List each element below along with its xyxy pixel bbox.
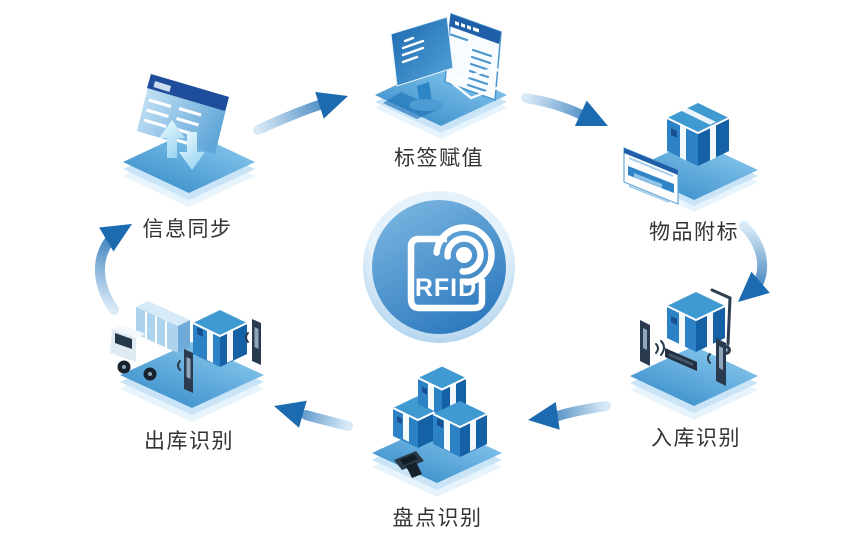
label-inbound-recognition: 入库识别	[651, 427, 741, 450]
rfid-signal-badge-icon: RFID	[363, 191, 515, 343]
arrow-info-sync-to-tag-assignment	[253, 91, 348, 135]
label-inventory-recognition: 盘点识别	[392, 507, 483, 530]
rfid-frame-icon	[407, 235, 486, 312]
stacked-boxes-handheld-scanner-icon	[372, 366, 502, 497]
arrow-up-icon	[159, 120, 185, 158]
label-outbound-recognition: 出库识别	[144, 430, 234, 453]
computer-monitor-document-icon	[375, 12, 516, 139]
label-info-sync: 信息同步	[142, 218, 233, 241]
package-box-rfid-label-icon	[623, 103, 758, 212]
node-info-sync: 信息同步	[105, 58, 270, 243]
node-inbound-recognition: 入库识别	[616, 286, 776, 452]
truck-box-gate-readers-icon	[110, 301, 264, 422]
label-item-tagging: 物品附标	[649, 221, 739, 244]
node-outbound-recognition: 出库识别	[100, 285, 278, 455]
arrow-tag-assignment-to-item-tagging	[521, 93, 608, 127]
arrow-inbound-to-inventory-recognition	[528, 401, 611, 430]
rfid-center-badge: RFID	[360, 190, 518, 351]
rfid-center-label: RFID	[415, 274, 477, 302]
document-sync-arrows-icon	[123, 74, 255, 207]
arrow-inventory-to-outbound-recognition	[274, 400, 353, 431]
node-item-tagging: 物品附标	[614, 92, 774, 246]
trolley-box-gate-readers-icon	[630, 288, 758, 420]
arrow-outbound-to-info-sync	[94, 224, 132, 315]
label-tag-assignment: 标签赋值	[394, 147, 484, 170]
node-inventory-recognition: 盘点识别	[360, 350, 515, 532]
arrow-down-icon	[179, 132, 205, 170]
node-tag-assignment: 标签赋值	[355, 8, 523, 172]
radio-signal-icon	[433, 224, 495, 286]
arrow-item-tagging-to-inbound-recognition	[738, 221, 770, 302]
